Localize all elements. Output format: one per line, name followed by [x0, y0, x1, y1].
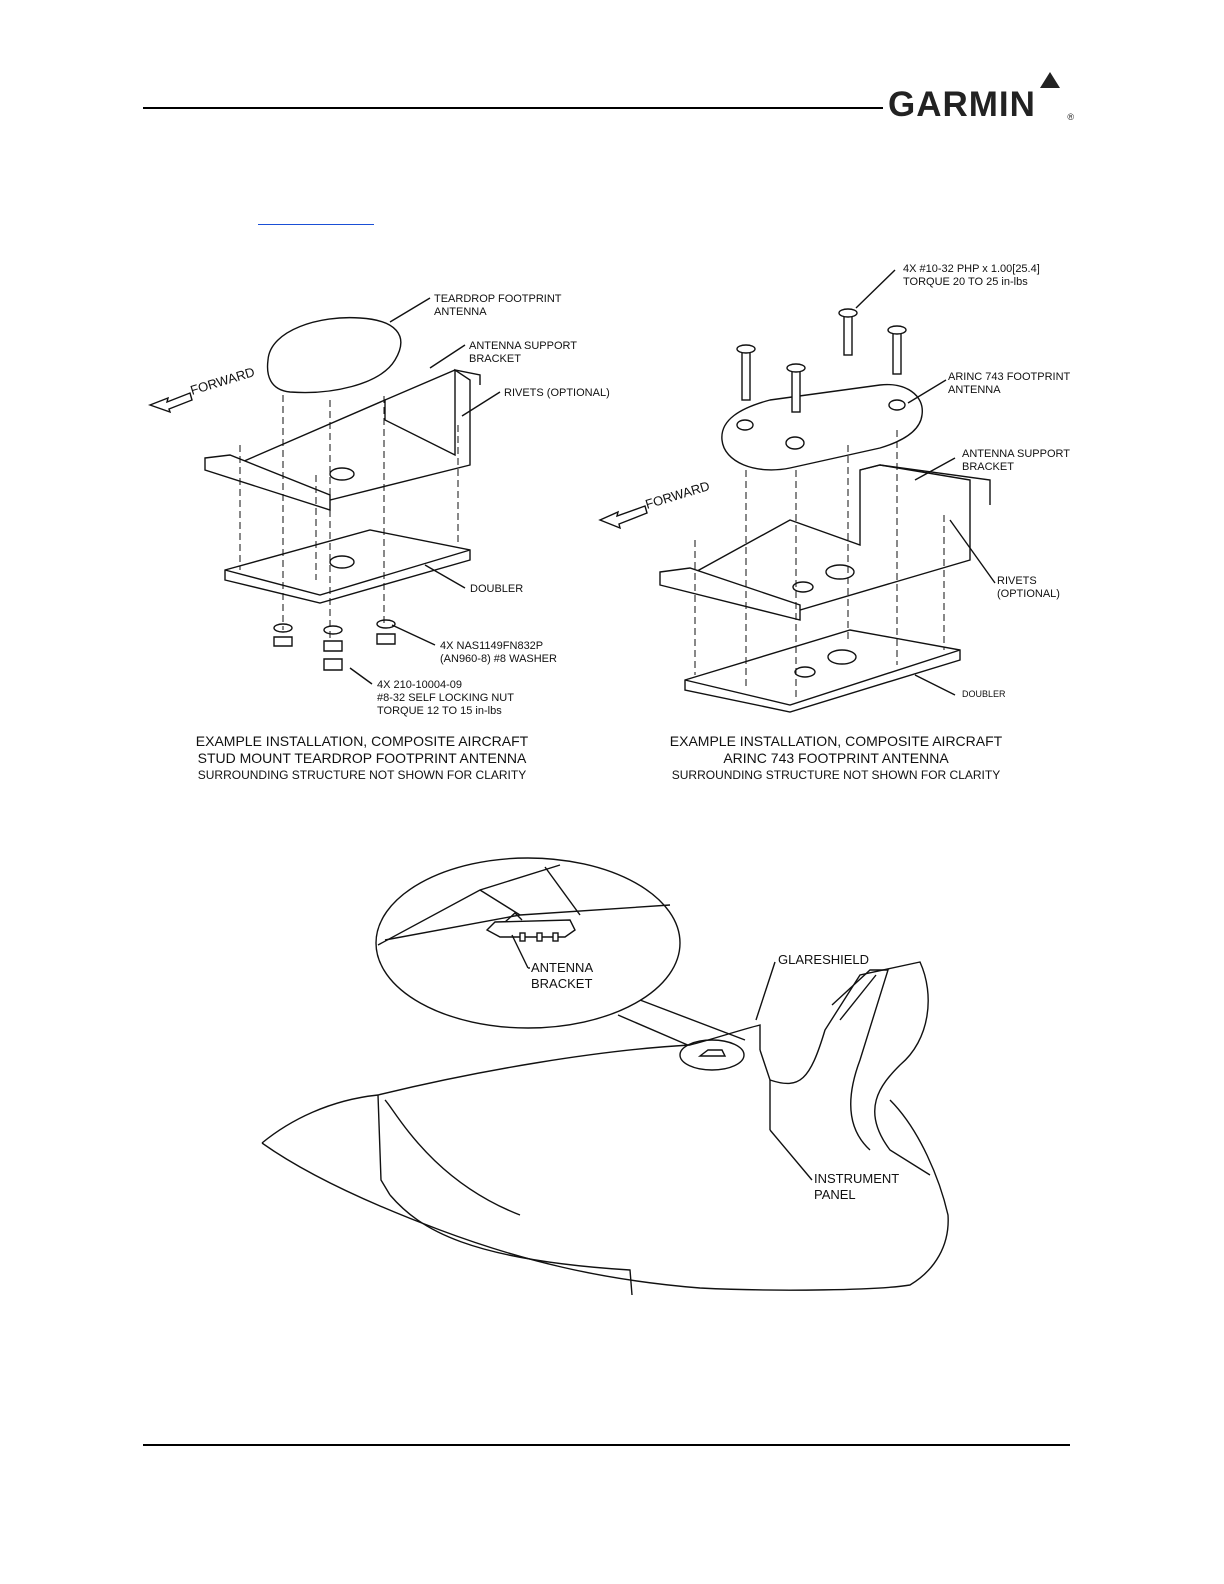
footer-rule [143, 1444, 1070, 1446]
header-rule [143, 107, 883, 109]
label-teardrop-1: TEARDROP FOOTPRINT [434, 293, 562, 305]
label-doubler-right: DOUBLER [962, 689, 1006, 699]
label-support-1: ANTENNA SUPPORT [469, 340, 577, 352]
caption-left-line3: SURROUNDING STRUCTURE NOT SHOWN FOR CLAR… [198, 768, 526, 782]
label-antenna-bracket-2: BRACKET [531, 976, 592, 991]
caption-left-line1: EXAMPLE INSTALLATION, COMPOSITE AIRCRAFT [196, 733, 529, 749]
label-forward: FORWARD [188, 364, 256, 398]
label-rivets-right-1: RIVETS [997, 575, 1037, 587]
label-instrument-panel-1: INSTRUMENT [814, 1171, 899, 1186]
label-doubler: DOUBLER [470, 583, 523, 595]
label-forward-right: FORWARD [643, 478, 711, 512]
label-arinc-1: ARINC 743 FOOTPRINT [948, 371, 1071, 383]
label-washer-1: 4X NAS1149FN832P [440, 640, 543, 652]
garmin-triangle-icon [1040, 72, 1060, 88]
label-glareshield: GLARESHIELD [778, 952, 869, 967]
label-nut-1: 4X 210-10004-09 [377, 679, 462, 691]
label-rivets: RIVETS (OPTIONAL) [504, 387, 610, 399]
label-instrument-panel-2: PANEL [814, 1187, 856, 1202]
label-teardrop-2: ANTENNA [434, 306, 487, 318]
label-support-2: BRACKET [469, 353, 521, 365]
label-arinc-2: ANTENNA [948, 384, 1001, 396]
label-support-right-1: ANTENNA SUPPORT [962, 448, 1070, 460]
label-rivets-right-2: (OPTIONAL) [997, 588, 1060, 600]
garmin-logo: GARMIN ® [888, 70, 1074, 124]
brand-name: GARMIN [888, 85, 1036, 124]
label-washer-2: (AN960-8) #8 WASHER [440, 653, 557, 665]
label-nut-2: #8-32 SELF LOCKING NUT [377, 692, 514, 704]
figure-bottom-aircraft-glareshield: ANTENNA BRACKET GLARESHIELD INSTRUMENT P… [261, 857, 949, 1296]
caption-right-line1: EXAMPLE INSTALLATION, COMPOSITE AIRCRAFT [670, 733, 1003, 749]
figure-left-teardrop-installation: TEARDROP FOOTPRINT ANTENNA ANTENNA SUPPO… [147, 293, 610, 782]
registered-mark: ® [1067, 112, 1074, 122]
label-nut-3: TORQUE 12 TO 15 in-lbs [377, 705, 502, 717]
figure-right-arinc-installation: 4X #10-32 PHP x 1.00[25.4] TORQUE 20 TO … [598, 263, 1071, 782]
label-antenna-bracket-1: ANTENNA [531, 960, 593, 975]
label-support-right-2: BRACKET [962, 461, 1014, 473]
caption-right-line2: ARINC 743 FOOTPRINT ANTENNA [723, 750, 949, 766]
caption-left-line2: STUD MOUNT TEARDROP FOOTPRINT ANTENNA [198, 750, 527, 766]
label-screw-2: TORQUE 20 TO 25 in-lbs [903, 276, 1028, 288]
caption-right-line3: SURROUNDING STRUCTURE NOT SHOWN FOR CLAR… [672, 768, 1000, 782]
label-screw-1: 4X #10-32 PHP x 1.00[25.4] [903, 263, 1040, 275]
figure-reference-link[interactable] [258, 210, 374, 225]
